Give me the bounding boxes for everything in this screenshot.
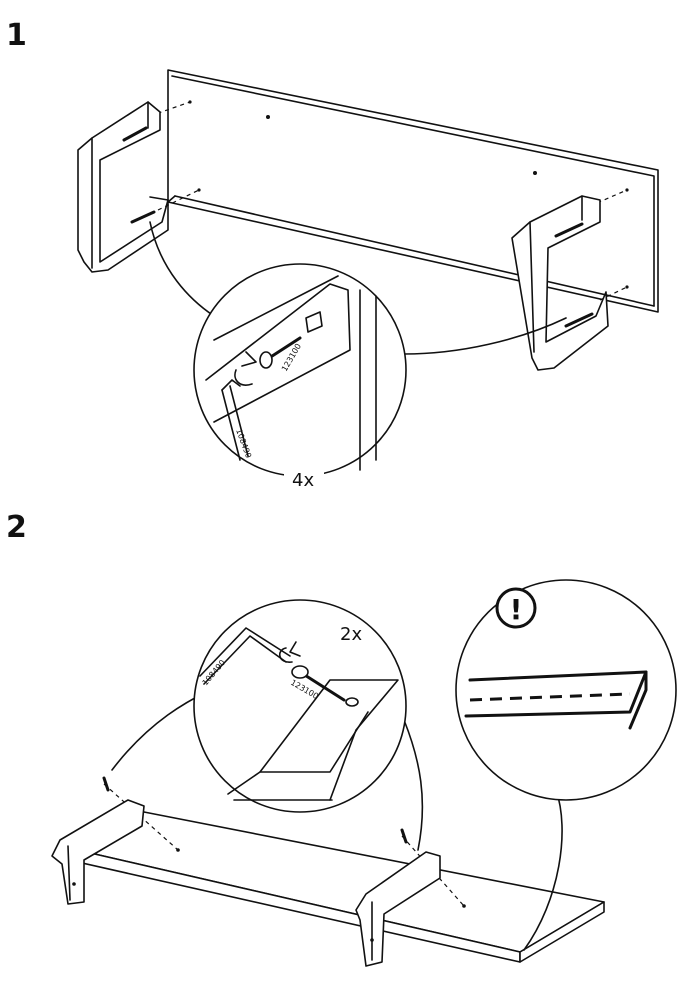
screw-icon bbox=[102, 776, 110, 792]
screw-icon bbox=[122, 126, 156, 224]
allen-key-icon bbox=[221, 379, 249, 461]
warning-symbol: ! bbox=[510, 593, 523, 626]
step-2-detail-callout: 108490 123100 bbox=[193, 599, 407, 813]
rotate-arrow-icon bbox=[234, 351, 257, 386]
step-2-left-bracket bbox=[51, 799, 145, 905]
screw-icon bbox=[400, 828, 408, 844]
step-2-number: 2 bbox=[6, 510, 27, 545]
screw-icon bbox=[259, 336, 302, 369]
step-1-panel bbox=[149, 69, 659, 313]
step-2-right-bracket bbox=[355, 851, 441, 967]
step-2-illustration: 108490 123100 2x ! bbox=[51, 579, 677, 967]
step-1-right-bracket bbox=[511, 195, 609, 371]
step-2-warning-callout bbox=[455, 579, 677, 801]
step-2-count-label: 2x bbox=[340, 624, 362, 645]
screw-icon bbox=[554, 222, 594, 328]
exclamation-warning-icon: ! bbox=[495, 587, 537, 629]
step-1-left-bracket bbox=[77, 101, 169, 273]
allen-key-icon bbox=[199, 627, 291, 685]
step-1-illustration: 123100 108490 4x bbox=[77, 69, 659, 491]
step-1-count-label: 4x bbox=[292, 470, 314, 491]
step-1-detail-callout: 123100 108490 bbox=[193, 263, 407, 477]
step-1-number: 1 bbox=[6, 18, 27, 53]
rotate-arrow-icon bbox=[279, 641, 301, 663]
screw-icon bbox=[291, 665, 359, 707]
